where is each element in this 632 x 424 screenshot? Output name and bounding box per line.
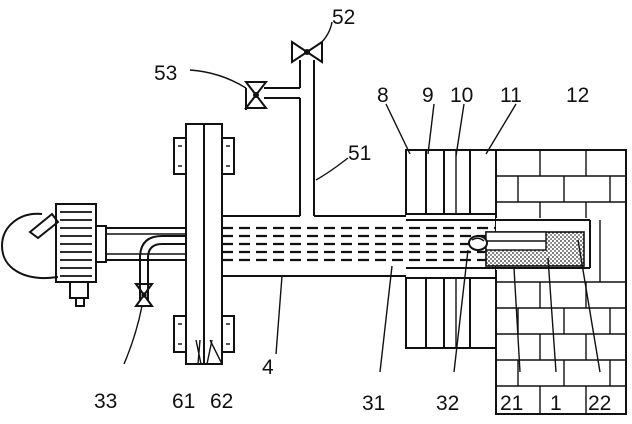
- label-32: 32: [436, 392, 459, 415]
- label-52: 52: [332, 6, 355, 29]
- label-9: 9: [422, 84, 434, 107]
- valve-53: [246, 82, 266, 108]
- label-51: 51: [348, 142, 371, 165]
- valve-33: [136, 284, 152, 306]
- gas-inlet-51: [246, 60, 314, 216]
- label-8: 8: [377, 84, 389, 107]
- label-31: 31: [362, 392, 385, 415]
- label-12: 12: [566, 84, 589, 107]
- furnace-wall: [406, 150, 626, 414]
- label-22: 22: [588, 392, 611, 415]
- label-33: 33: [94, 390, 117, 413]
- label-21: 21: [500, 392, 523, 415]
- label-61: 61: [172, 390, 195, 413]
- label-11: 11: [500, 84, 522, 107]
- label-62: 62: [210, 390, 233, 413]
- leader-lines: [124, 22, 600, 372]
- label-53: 53: [154, 62, 177, 85]
- valve-52: [292, 42, 322, 62]
- sensor-tip: [469, 232, 584, 266]
- label-4: 4: [262, 356, 274, 379]
- label-10: 10: [450, 84, 473, 107]
- thermocouple-head: [2, 204, 106, 306]
- label-1: 1: [550, 392, 562, 415]
- part-labels: 53 52 8 9 10 11 12 51 4 31 32 21 1 22 33…: [94, 6, 611, 415]
